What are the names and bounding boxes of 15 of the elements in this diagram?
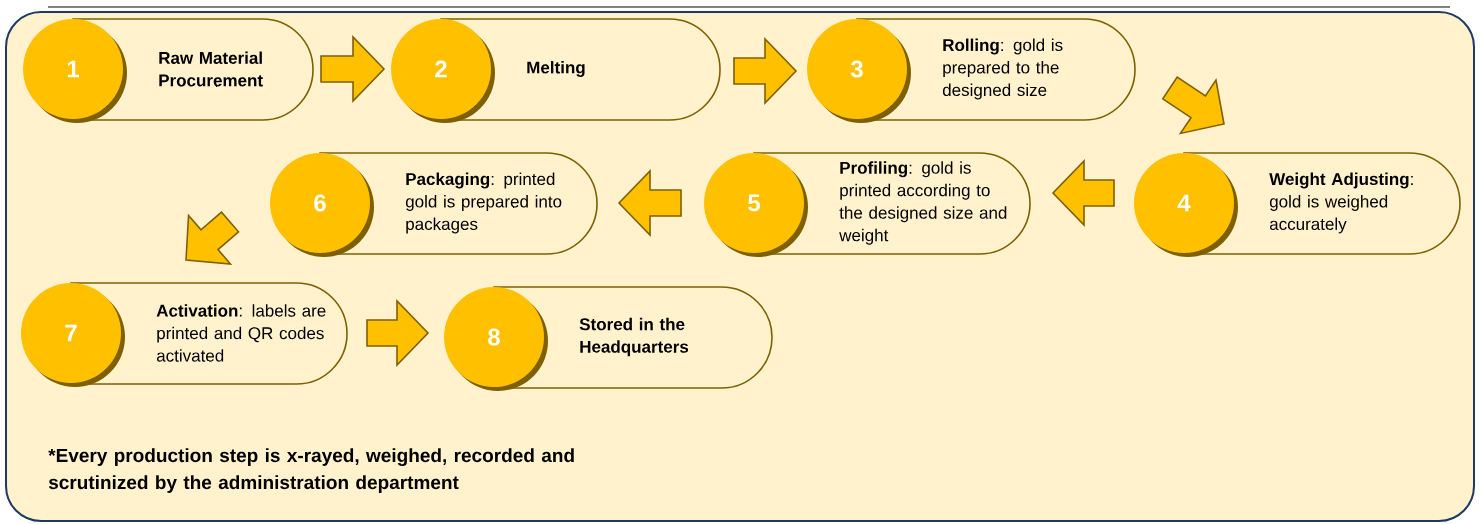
step-pill: 5 Profiling: gold is printed according to the designed size and weight — [704, 152, 1031, 257]
block-arrow — [366, 299, 430, 367]
step-pill: 1 Raw Material Procurement — [23, 18, 314, 123]
block-arrow — [733, 37, 798, 105]
block-arrow — [1051, 159, 1115, 227]
block-arrow — [185, 211, 240, 265]
step-pill: 8 Stored in the Headquarters — [444, 286, 773, 391]
step-pill: 6 Packaging: printed gold is prepared into packages — [270, 152, 598, 257]
step-pill: 7 Activation: labels are printed and QR codes activated — [21, 282, 348, 387]
block-arrow — [617, 169, 682, 237]
block-arrow — [320, 35, 386, 103]
step-pill: 4 Weight Adjusting: gold is weighed accurately — [1134, 152, 1461, 257]
step-pill: 3 Rolling: gold is prepared to the designed size — [807, 18, 1136, 123]
step-pill: 2 Melting — [391, 18, 721, 123]
footnote: *Every production step is x-rayed, weighed, recorded and scrutinized by the administration department — [48, 448, 574, 493]
